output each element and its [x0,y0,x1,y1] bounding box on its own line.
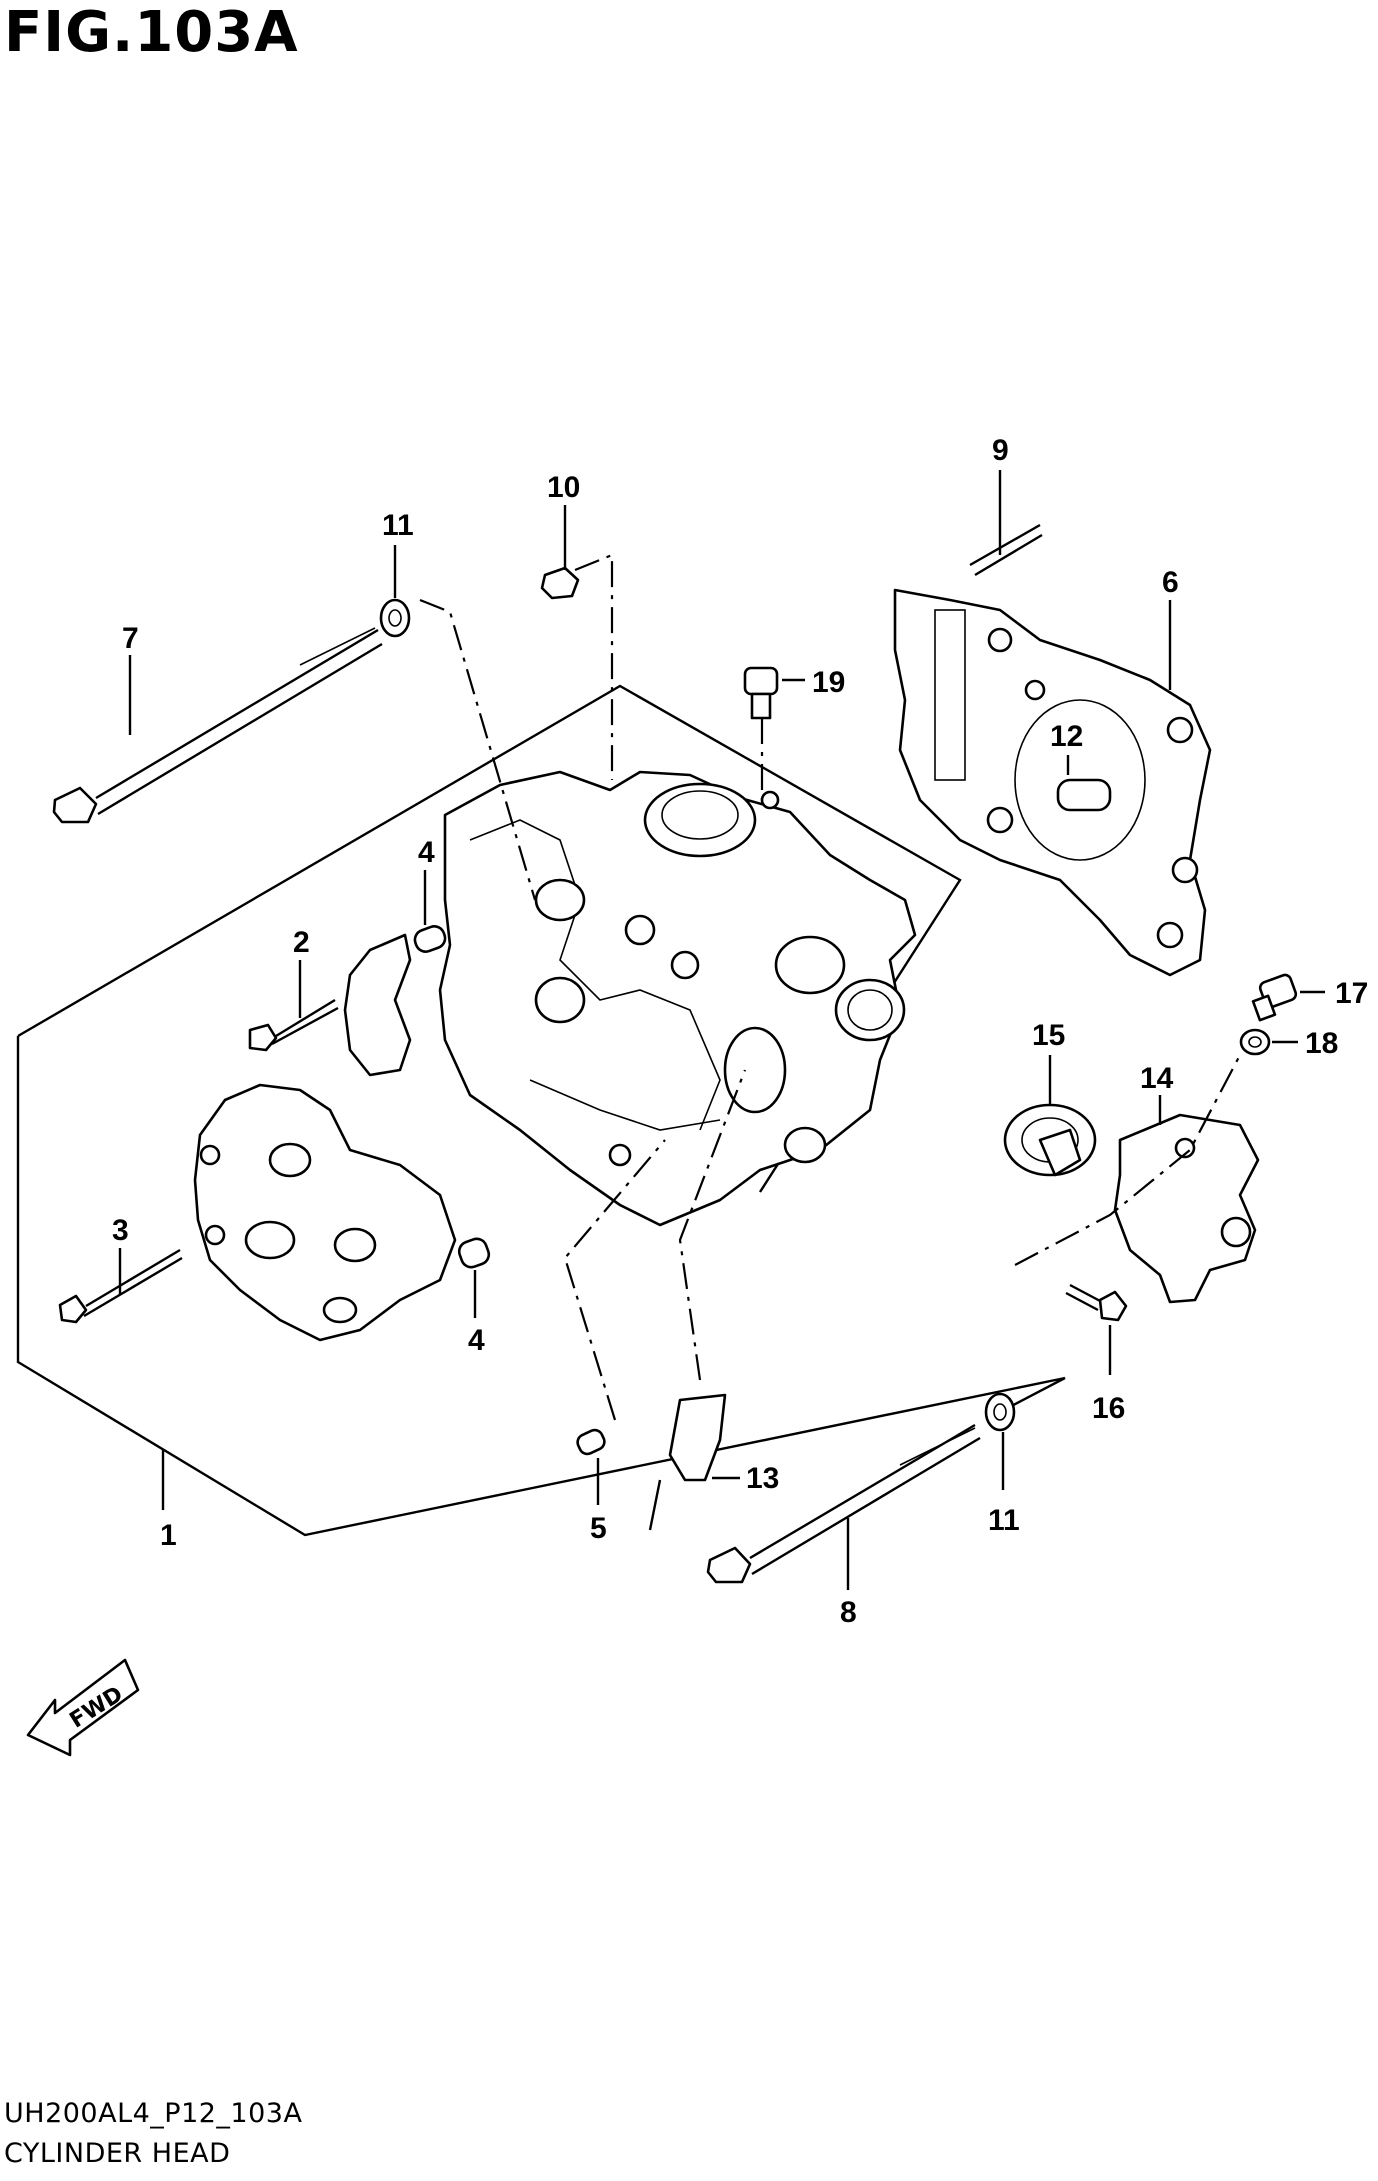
nut-10 [540,566,580,600]
dowel-pin-lower [457,1237,491,1269]
callout-13: 13 [746,1462,779,1495]
cylinder-head [438,770,917,1227]
bolt-16 [1065,1283,1128,1322]
callout-9: 9 [992,434,1009,467]
pin-5 [576,1428,606,1456]
bolt-8 [706,1423,981,1584]
callout-15: 15 [1032,1019,1065,1052]
callout-2: 2 [293,926,310,959]
bolt-2 [248,998,339,1052]
callout-14: 14 [1140,1062,1174,1095]
bolt-7 [52,627,383,824]
callout-7: 7 [122,622,139,655]
washer-18 [1239,1028,1271,1056]
stud-9 [969,523,1043,577]
thermostat-housing-14 [1113,1113,1260,1304]
callout-8: 8 [840,1596,857,1629]
callouts: 1 2 3 4 4 5 6 7 8 9 10 11 11 12 13 14 15… [112,434,1368,1629]
dowel-12 [1056,778,1112,812]
cam-cap [343,933,412,1077]
callout-10: 10 [547,471,580,504]
washer-11-lower [984,1392,1016,1432]
washer-11-upper [379,598,411,638]
bolt-3 [58,1248,183,1324]
bolt-19 [743,666,779,720]
figure-title: FIG.103A [4,0,299,65]
callout-6: 6 [1162,566,1179,599]
callout-12: 12 [1050,720,1083,753]
gasket-6 [893,588,1212,977]
callout-17: 17 [1335,977,1368,1010]
dowel-pin-upper [413,925,447,953]
figure-caption: CYLINDER HEAD [4,2138,231,2169]
spark-plug-13 [648,1393,727,1531]
bolt-17 [1251,973,1298,1022]
thermostat-15 [1003,1103,1097,1177]
callout-3: 3 [112,1214,129,1247]
callout-11-lower: 11 [988,1504,1020,1537]
figure-code: UH200AL4_P12_103A [4,2098,303,2129]
callout-19: 19 [812,666,845,699]
callout-1: 1 [160,1519,177,1552]
leader-lines [118,470,1325,1590]
callout-5: 5 [590,1512,607,1545]
callout-4-upper: 4 [418,836,435,869]
camshaft-holder [193,1083,457,1342]
callout-4-lower: 4 [468,1324,485,1357]
callout-18: 18 [1305,1027,1338,1060]
callout-11-upper: 11 [382,509,414,542]
fwd-arrow: FWD [26,1658,140,1757]
callout-16: 16 [1092,1392,1125,1425]
